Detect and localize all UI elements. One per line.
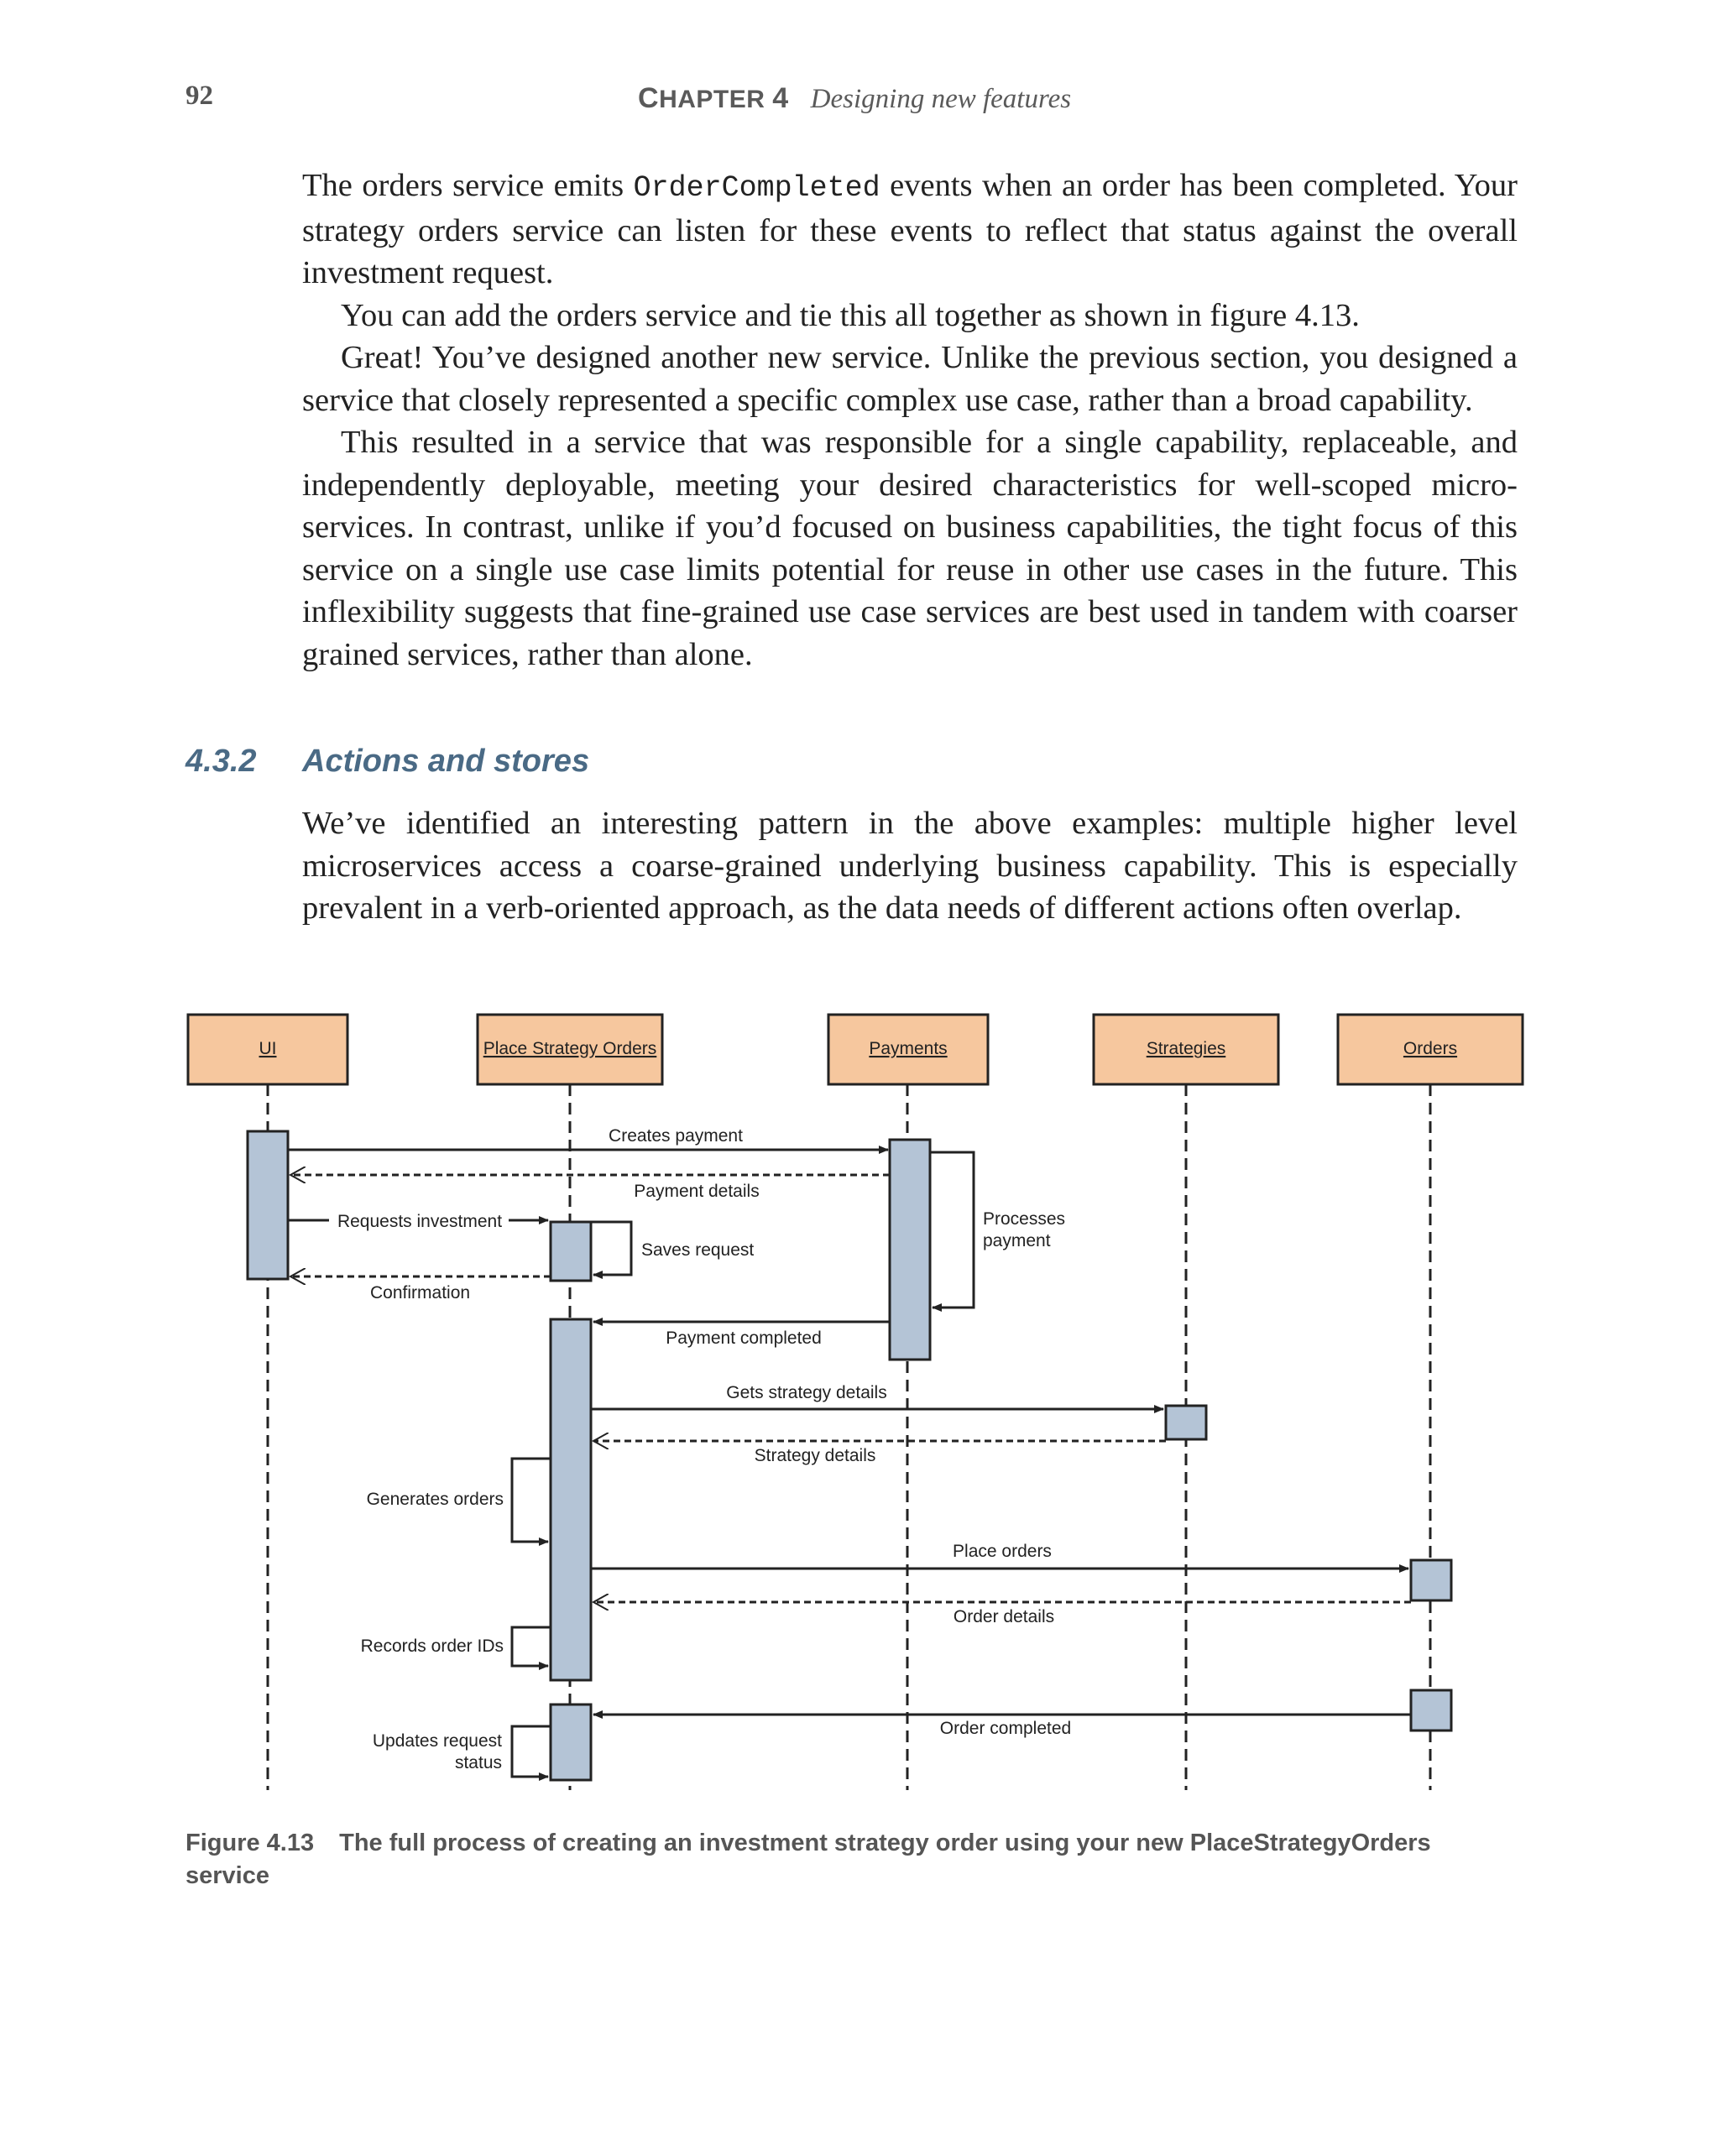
activation-pso-3 — [549, 1703, 593, 1782]
label-gets-strategy-details: Gets strategy details — [726, 1383, 886, 1402]
figure-label: Figure 4.13 — [185, 1830, 315, 1856]
activation-pso-2 — [549, 1318, 593, 1682]
label-generates-orders: Generates orders — [367, 1490, 504, 1509]
participant-strategies-label: Strategies — [1147, 1039, 1226, 1058]
label-place-orders: Place orders — [953, 1542, 1052, 1561]
paragraph-5: We’ve identified an interesting pattern … — [302, 806, 1518, 926]
label-order-details: Order details — [954, 1607, 1054, 1626]
activation-orders-1 — [1409, 1558, 1453, 1602]
arrow-processes-payment — [930, 1151, 975, 1312]
page-number: 92 — [185, 81, 213, 111]
participant-payments-label: Payments — [869, 1039, 947, 1058]
arrow-records-order-ids — [510, 1626, 551, 1670]
label-records-order-ids: Records order IDs — [361, 1637, 504, 1656]
label-confirmation: Confirmation — [370, 1283, 470, 1302]
section-heading: 4.3.2 Actions and stores — [185, 744, 589, 780]
label-creates-payment: Creates payment — [609, 1126, 743, 1146]
messages — [288, 1146, 1411, 1781]
label-payment-completed: Payment completed — [666, 1329, 822, 1348]
lifelines — [266, 1084, 1432, 1790]
participant-ui-label: UI — [259, 1039, 277, 1058]
label-updates-request-status-2: status — [455, 1753, 502, 1772]
activation-orders-2 — [1409, 1689, 1453, 1732]
activation-strategies — [1164, 1404, 1208, 1441]
participants: UI Place Strategy Orders Payments Strate… — [186, 1013, 1524, 1086]
label-saves-request: Saves request — [641, 1240, 754, 1260]
paragraph-2: You can add the orders service and tie t… — [341, 297, 1360, 333]
message-labels: Creates payment Payment details Requests… — [337, 1126, 1071, 1772]
figure-caption-text: The full process of creating an investme… — [185, 1830, 1431, 1889]
label-processes-payment-2: payment — [983, 1231, 1051, 1250]
participant-payments: Payments — [827, 1013, 990, 1086]
participant-orders-label: Orders — [1403, 1039, 1457, 1058]
arrow-saves-request — [591, 1220, 633, 1279]
activation-ui — [246, 1130, 290, 1281]
arrow-updates-request-status — [510, 1725, 551, 1781]
paragraph-3: Great! You’ve designed another new servi… — [302, 340, 1518, 418]
running-head: CHAPTER 4 Designing new features — [638, 82, 1071, 115]
label-processes-payment-1: Processes — [983, 1209, 1065, 1229]
inline-code: OrderCompleted — [633, 171, 880, 205]
chapter-title: Designing new features — [810, 84, 1072, 114]
label-order-completed: Order completed — [940, 1719, 1071, 1738]
activation-pso-1 — [549, 1220, 593, 1282]
activation-payments — [888, 1138, 932, 1361]
participant-orders: Orders — [1336, 1013, 1524, 1086]
body-text-top: The orders service emits OrderCompleted … — [302, 164, 1518, 676]
sequence-diagram: UI Place Strategy Orders Payments Strate… — [186, 1013, 1524, 1790]
label-requests-investment: Requests investment — [337, 1212, 502, 1231]
label-payment-details: Payment details — [634, 1182, 759, 1201]
paragraph-1: The orders service emits OrderCompleted … — [302, 168, 1518, 290]
participant-place-strategy-orders-label: Place Strategy Orders — [483, 1039, 657, 1058]
participant-strategies: Strategies — [1092, 1013, 1280, 1086]
activations — [246, 1130, 1453, 1782]
participant-place-strategy-orders: Place Strategy Orders — [476, 1013, 664, 1086]
section-number: 4.3.2 — [185, 744, 257, 779]
participant-ui: UI — [186, 1013, 349, 1086]
section-title: Actions and stores — [302, 744, 590, 779]
body-text-section: We’ve identified an interesting pattern … — [302, 802, 1518, 930]
arrow-generates-orders — [510, 1457, 551, 1546]
paragraph-4: This resulted in a service that was resp… — [302, 425, 1518, 672]
chapter-label: CHAPTER 4 — [638, 82, 789, 114]
label-strategy-details: Strategy details — [755, 1446, 876, 1465]
label-updates-request-status-1: Updates request — [373, 1731, 502, 1751]
